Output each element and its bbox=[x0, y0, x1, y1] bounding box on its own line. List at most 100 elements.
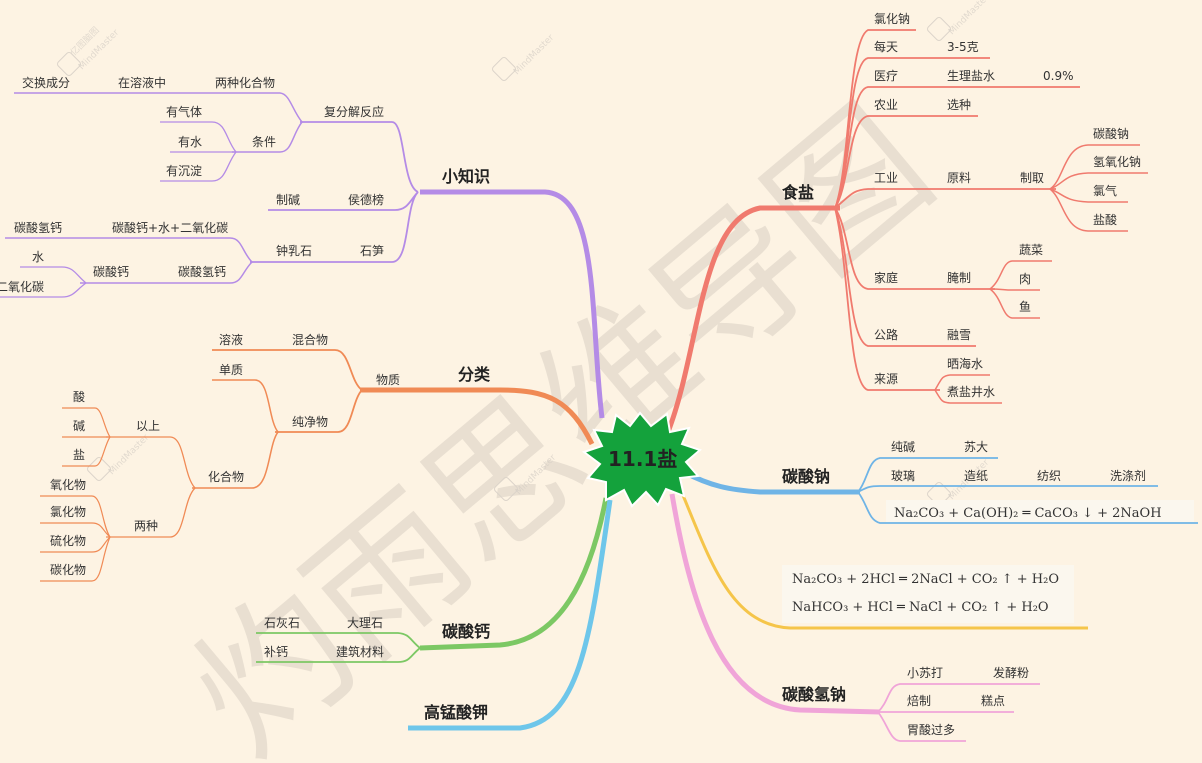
node-tips[interactable]: 小知识 bbox=[442, 167, 490, 186]
node-salt-hcl[interactable]: 盐酸 bbox=[1093, 212, 1117, 227]
node-tips-hou[interactable]: 侯德榜 bbox=[348, 192, 384, 207]
node-tips-precipitate[interactable]: 有沉淀 bbox=[166, 164, 202, 178]
node-classify-acid[interactable]: 酸 bbox=[73, 389, 85, 404]
node-salt-meat[interactable]: 肉 bbox=[1019, 272, 1031, 286]
node-salt-produce[interactable]: 制取 bbox=[1020, 171, 1044, 185]
node-salt-na2co3[interactable]: 碳酸钠 bbox=[1093, 126, 1129, 141]
branch-nahco3[interactable] bbox=[669, 493, 1040, 742]
node-nahco3[interactable]: 碳酸氢钠 bbox=[782, 685, 846, 704]
node-na2co3-equation[interactable]: Na₂CO₃ + Ca(OH)₂ ═ CaCO₃ ↓ + 2NaOH bbox=[894, 506, 1162, 521]
node-caco3-limestone[interactable]: 石灰石 bbox=[264, 616, 300, 630]
node-classify-chloride[interactable]: 氯化物 bbox=[50, 505, 86, 519]
node-tips-reaction[interactable]: 碳酸钙+水+二氧化碳 bbox=[112, 220, 228, 235]
node-tips-h2o[interactable]: 水 bbox=[32, 250, 44, 264]
node-classify-sulfide[interactable]: 硫化物 bbox=[50, 533, 86, 548]
edge-center-formula bbox=[678, 487, 1088, 630]
node-nahco3-stomach[interactable]: 胃酸过多 bbox=[907, 722, 955, 737]
node-na2co3-glass[interactable]: 玻璃 bbox=[891, 469, 915, 483]
node-salt-agri[interactable]: 农业 bbox=[874, 98, 898, 112]
node-formula-eq1[interactable]: Na₂CO₃ + 2HCl ═ 2NaCl + CO₂ ↑ + H₂O bbox=[792, 572, 1059, 587]
node-na2co3-soda[interactable]: 纯碱 bbox=[891, 440, 915, 454]
classify-labels: 分类 物质 混合物 溶液 纯净物 单质 化合物 以上 酸 碱 盐 两种 氧化物 … bbox=[50, 332, 491, 577]
node-classify-salt[interactable]: 盐 bbox=[73, 448, 85, 462]
branch-salt[interactable] bbox=[665, 29, 1148, 433]
node-tips-exchange[interactable]: 交换成分 bbox=[22, 75, 70, 90]
node-na2co3-textile[interactable]: 纺织 bbox=[1037, 469, 1061, 483]
node-salt-veg[interactable]: 蔬菜 bbox=[1019, 243, 1043, 257]
edge-center-na2co3 bbox=[682, 469, 860, 495]
node-classify-compound[interactable]: 化合物 bbox=[208, 469, 244, 484]
node-salt-medical[interactable]: 医疗 bbox=[874, 69, 898, 83]
node-salt-road[interactable]: 公路 bbox=[874, 327, 898, 342]
node-classify-matter[interactable]: 物质 bbox=[376, 373, 400, 387]
node-na2co3[interactable]: 碳酸钠 bbox=[782, 467, 830, 486]
node-tips-in-solution[interactable]: 在溶液中 bbox=[118, 75, 166, 90]
branch-formula[interactable] bbox=[678, 487, 1088, 630]
node-salt-pickle[interactable]: 腌制 bbox=[947, 271, 971, 285]
node-tips-double-decomp[interactable]: 复分解反应 bbox=[324, 104, 384, 119]
node-salt-naoh[interactable]: 氢氧化钠 bbox=[1093, 154, 1141, 169]
node-na2co3-paper[interactable]: 造纸 bbox=[964, 469, 988, 483]
node-salt-cl2[interactable]: 氯气 bbox=[1093, 183, 1117, 198]
node-tips-make-alkali[interactable]: 制碱 bbox=[276, 193, 300, 207]
node-na2co3-detergent[interactable]: 洗涤剂 bbox=[1110, 468, 1146, 483]
center-node[interactable]: 11.1盐 bbox=[581, 411, 702, 508]
node-tips-cahco3-a[interactable]: 碳酸氢钙 bbox=[14, 220, 62, 235]
node-salt-fish[interactable]: 鱼 bbox=[1019, 300, 1031, 314]
node-tips-water[interactable]: 有水 bbox=[178, 135, 202, 149]
node-salt-wellwater[interactable]: 煮盐井水 bbox=[947, 385, 995, 399]
node-salt-source[interactable]: 来源 bbox=[874, 372, 898, 386]
node-salt-daily[interactable]: 每天 bbox=[874, 39, 898, 54]
branch-classify[interactable] bbox=[40, 349, 595, 582]
node-nahco3-baking-soda[interactable]: 小苏打 bbox=[907, 666, 943, 680]
branch-caco3[interactable] bbox=[256, 497, 609, 663]
node-salt-industry[interactable]: 工业 bbox=[874, 171, 898, 185]
node-tips-stalactite[interactable]: 钟乳石 bbox=[276, 243, 312, 258]
formula-labels: Na₂CO₃ + 2HCl ═ 2NaCl + CO₂ ↑ + H₂O NaHC… bbox=[782, 565, 1074, 623]
node-salt-seawater[interactable]: 晒海水 bbox=[947, 356, 983, 371]
node-nahco3-bake[interactable]: 焙制 bbox=[907, 693, 931, 708]
node-salt-saline-pct[interactable]: 0.9% bbox=[1043, 69, 1074, 83]
formula-box bbox=[782, 565, 1074, 623]
node-caco3-calcium[interactable]: 补钙 bbox=[264, 645, 288, 659]
node-classify[interactable]: 分类 bbox=[458, 365, 491, 384]
center-burst bbox=[581, 411, 702, 508]
node-tips-caco3[interactable]: 碳酸钙 bbox=[93, 264, 129, 279]
node-salt-home[interactable]: 家庭 bbox=[874, 270, 898, 285]
node-formula-eq2[interactable]: NaHCO₃ + HCl ═ NaCl + CO₂ ↑ + H₂O bbox=[792, 600, 1049, 615]
node-salt-material[interactable]: 原料 bbox=[947, 171, 971, 185]
node-salt-snow[interactable]: 融雪 bbox=[947, 328, 971, 342]
node-kmno4[interactable]: 高锰酸钾 bbox=[424, 703, 488, 722]
node-salt-seed[interactable]: 选种 bbox=[947, 98, 971, 112]
node-classify-base[interactable]: 碱 bbox=[73, 419, 85, 433]
node-classify-oxide[interactable]: 氧化物 bbox=[50, 478, 86, 492]
node-classify-pure[interactable]: 纯净物 bbox=[292, 415, 328, 429]
node-tips-condition[interactable]: 条件 bbox=[252, 135, 276, 149]
node-tips-two-compounds[interactable]: 两种化合物 bbox=[215, 75, 275, 90]
node-nahco3-pastry[interactable]: 糕点 bbox=[981, 694, 1005, 708]
node-classify-mixture[interactable]: 混合物 bbox=[292, 332, 328, 347]
node-tips-co2[interactable]: 二氧化碳 bbox=[0, 280, 44, 294]
node-na2co3-suda[interactable]: 苏大 bbox=[964, 440, 988, 454]
node-classify-solution[interactable]: 溶液 bbox=[219, 332, 243, 347]
branch-tips[interactable] bbox=[0, 92, 605, 419]
node-classify-carbide[interactable]: 碳化物 bbox=[50, 563, 86, 577]
node-salt-daily-amount[interactable]: 3-5克 bbox=[947, 40, 979, 54]
node-classify-two[interactable]: 两种 bbox=[134, 519, 158, 533]
node-salt[interactable]: 食盐 bbox=[781, 183, 814, 202]
node-tips-gas[interactable]: 有气体 bbox=[166, 104, 202, 119]
node-tips-cahco3-b[interactable]: 碳酸氢钙 bbox=[178, 264, 226, 279]
node-caco3-building[interactable]: 建筑材料 bbox=[336, 644, 384, 659]
node-classify-element[interactable]: 单质 bbox=[219, 363, 243, 377]
node-caco3-marble[interactable]: 大理石 bbox=[347, 616, 383, 630]
branch-kmno4[interactable] bbox=[408, 499, 613, 731]
branch-na2co3[interactable] bbox=[682, 457, 1198, 524]
node-nahco3-leavening[interactable]: 发酵粉 bbox=[993, 665, 1029, 680]
node-classify-above[interactable]: 以上 bbox=[136, 419, 160, 433]
node-salt-saline[interactable]: 生理盐水 bbox=[947, 69, 995, 83]
node-salt-nacl[interactable]: 氯化钠 bbox=[874, 11, 910, 26]
node-tips-stalagmite[interactable]: 石笋 bbox=[360, 243, 384, 258]
node-caco3[interactable]: 碳酸钙 bbox=[442, 622, 490, 641]
